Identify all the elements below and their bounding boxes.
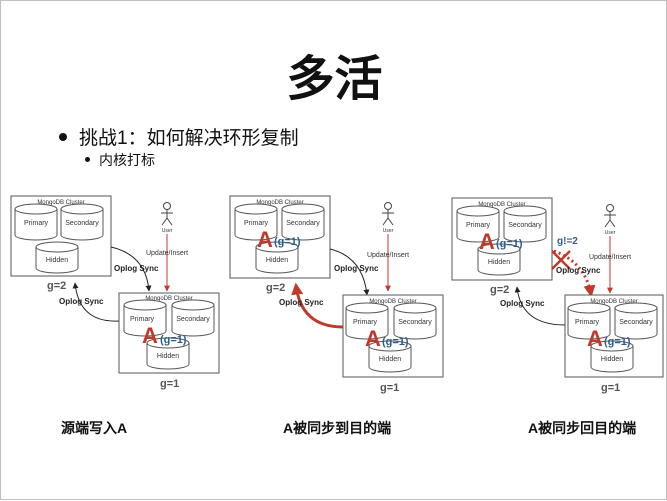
secondary-db: Secondary [60, 203, 104, 241]
secondary-db: Secondary [281, 203, 325, 241]
primary-db: Primary [567, 302, 611, 340]
record-a: A [257, 227, 273, 252]
hidden-db: Hidden [35, 241, 79, 274]
primary-db: Primary [234, 203, 278, 241]
cluster-label: MongoDB Cluster [145, 296, 192, 302]
cluster-label: MongoDB Cluster [478, 202, 525, 208]
hidden-label: Hidden [157, 353, 179, 360]
primary-label: Primary [353, 319, 378, 326]
update-insert-label: Update/Insert [367, 252, 409, 259]
primary-label: Primary [466, 222, 491, 229]
record-a-tag: (g=1) [604, 336, 631, 348]
record-a: A [587, 326, 603, 351]
cluster-label: MongoDB Cluster [256, 200, 303, 206]
oplog-sync-arrow-down [329, 248, 370, 296]
oplog-sync-label: Oplog Sync [59, 297, 104, 306]
record-a-tag: (g=1) [382, 336, 409, 348]
g2-label: g=2 [266, 282, 285, 294]
hidden-label: Hidden [379, 356, 401, 363]
caption-panel-3: A被同步回目的端 [528, 420, 637, 436]
oplog-sync-label: Oplog Sync [334, 264, 379, 273]
g1-label: g=1 [160, 378, 179, 390]
primary-db: Primary [456, 205, 500, 243]
secondary-label: Secondary [65, 220, 99, 227]
primary-db: Primary [14, 203, 58, 241]
secondary-db: Secondary [503, 205, 547, 243]
cluster-label: MongoDB Cluster [37, 200, 84, 206]
user-label: User [162, 228, 173, 234]
bullet-dot-small [85, 156, 90, 162]
oplog-sync-label: Oplog Sync [279, 298, 324, 307]
primary-label: Primary [130, 316, 155, 323]
g2-label: g=2 [490, 284, 509, 296]
secondary-label: Secondary [176, 316, 210, 323]
oplog-sync-label: Oplog Sync [556, 266, 601, 275]
secondary-label: Secondary [619, 319, 653, 326]
record-a: A [479, 229, 495, 254]
panel-sync-back: MongoDB Cluster Primary Secondary Hidden… [451, 197, 664, 394]
user-label: User [383, 228, 394, 234]
record-a: A [142, 323, 158, 348]
bullet-level-1: 挑战1：如何解决环形复制 [59, 123, 299, 150]
hidden-label: Hidden [601, 356, 623, 363]
secondary-label: Secondary [508, 222, 542, 229]
g1-label: g=1 [380, 382, 399, 394]
oplog-sync-arrow-up-highlighted [291, 282, 344, 329]
caption-panel-2: A被同步到目的端 [283, 420, 392, 436]
caption-panel-1: 源端写入A [61, 420, 128, 436]
cluster-label: MongoDB Cluster [590, 299, 637, 305]
record-a-tag: (g=1) [274, 236, 301, 248]
cluster-label: MongoDB Cluster [369, 299, 416, 305]
hidden-label: Hidden [266, 257, 288, 264]
bullet-text: 挑战1：如何解决环形复制 [79, 128, 299, 149]
secondary-label: Secondary [398, 319, 432, 326]
secondary-label: Secondary [286, 220, 320, 227]
hidden-db: Hidden [146, 337, 190, 370]
oplog-sync-arrow-up [72, 282, 120, 322]
hidden-label: Hidden [488, 259, 510, 266]
filter-condition-label: g!=2 [557, 236, 578, 247]
record-a-tag: (g=1) [160, 334, 187, 346]
oplog-sync-arrow-up [514, 286, 566, 326]
primary-db: Primary [123, 299, 167, 337]
panel-source-write: MongoDB Cluster Primary Secondary Hidden… [10, 195, 220, 390]
hidden-db: Hidden [590, 340, 634, 373]
hidden-db: Hidden [368, 340, 412, 373]
user-icon [161, 202, 173, 226]
record-a: A [365, 326, 381, 351]
record-a-tag: (g=1) [496, 238, 523, 250]
blocked-x-icon [551, 250, 571, 270]
blocked-sync-arrow [553, 249, 596, 298]
update-insert-label: Update/Insert [146, 250, 188, 257]
hidden-label: Hidden [46, 257, 68, 264]
bullet-dot [59, 132, 67, 141]
user-label: User [605, 230, 616, 236]
g1-label: g=1 [601, 382, 620, 394]
panel-sync-to-target: MongoDB Cluster Primary Secondary Hidden… [229, 195, 444, 394]
primary-label: Primary [24, 220, 49, 227]
hidden-db: Hidden [477, 243, 521, 276]
slide-title: 多活 [286, 53, 383, 106]
oplog-sync-label: Oplog Sync [114, 264, 159, 273]
primary-label: Primary [575, 319, 600, 326]
hidden-db: Hidden [255, 241, 299, 274]
oplog-sync-arrow-down [110, 246, 152, 292]
user-icon [604, 204, 616, 228]
oplog-sync-label: Oplog Sync [500, 299, 545, 308]
user-icon [382, 202, 394, 226]
primary-db: Primary [345, 302, 389, 340]
secondary-db: Secondary [614, 302, 658, 340]
bullet-subtext: 内核打标 [99, 152, 155, 168]
secondary-db: Secondary [393, 302, 437, 340]
update-insert-label: Update/Insert [589, 254, 631, 261]
g2-label: g=2 [47, 280, 66, 292]
bullet-level-2: 内核打标 [85, 150, 155, 170]
primary-label: Primary [244, 220, 269, 227]
secondary-db: Secondary [171, 299, 215, 337]
